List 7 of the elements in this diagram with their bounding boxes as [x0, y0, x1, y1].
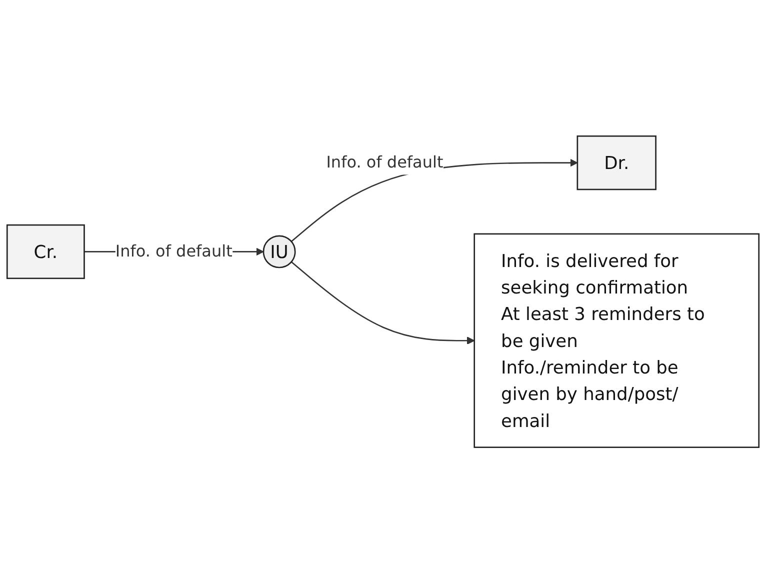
node-box: Dr.: [576, 135, 656, 190]
edge-label: Info. of default: [326, 153, 444, 172]
edge-label: Info. of default: [115, 242, 232, 261]
node-circle: IU: [262, 235, 296, 268]
node-box: Cr.: [6, 224, 85, 279]
arrow: [290, 261, 475, 344]
node-box: Info. is delivered for seeking confirmation At least 3 reminders to be given Info./reminder to be given by hand/post/ email: [474, 233, 760, 448]
